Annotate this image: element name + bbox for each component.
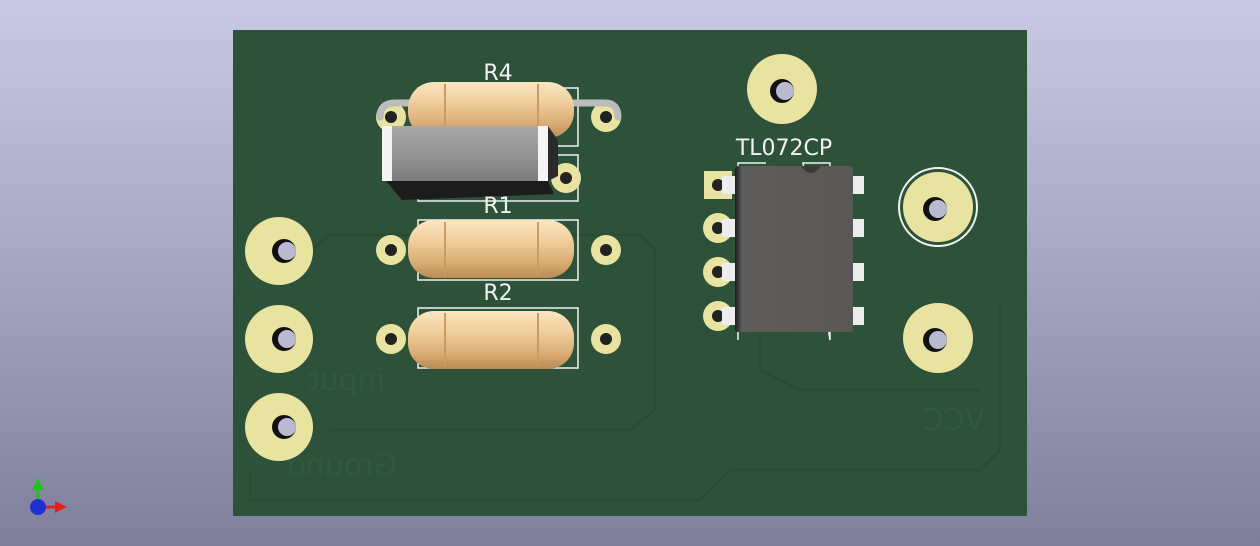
vcc-ghost-label: VCC bbox=[923, 403, 985, 438]
resistor-r2[interactable] bbox=[376, 307, 622, 369]
capacitor-block[interactable] bbox=[382, 126, 581, 202]
pad-selected-ring bbox=[898, 167, 978, 247]
copper-traces bbox=[248, 233, 1002, 502]
axis-gizmo-icon bbox=[30, 478, 67, 515]
resistor-r1[interactable] bbox=[376, 219, 622, 281]
left-connector-pads bbox=[245, 217, 313, 461]
ic-label: TL072CP bbox=[735, 136, 832, 161]
right-connector-pads bbox=[747, 54, 978, 373]
pcb-board bbox=[233, 30, 1027, 516]
back-silkscreen: VCC Ground input bbox=[287, 363, 985, 483]
ground-ghost-label: Ground bbox=[287, 448, 397, 483]
resistor-r4[interactable] bbox=[376, 82, 622, 147]
input-ghost-label: input bbox=[308, 363, 385, 398]
r2-label: R2 bbox=[483, 281, 512, 306]
ic-tl072cp[interactable] bbox=[703, 162, 864, 341]
r1-label: R1 bbox=[483, 194, 512, 219]
r4-label: R4 bbox=[483, 61, 512, 86]
